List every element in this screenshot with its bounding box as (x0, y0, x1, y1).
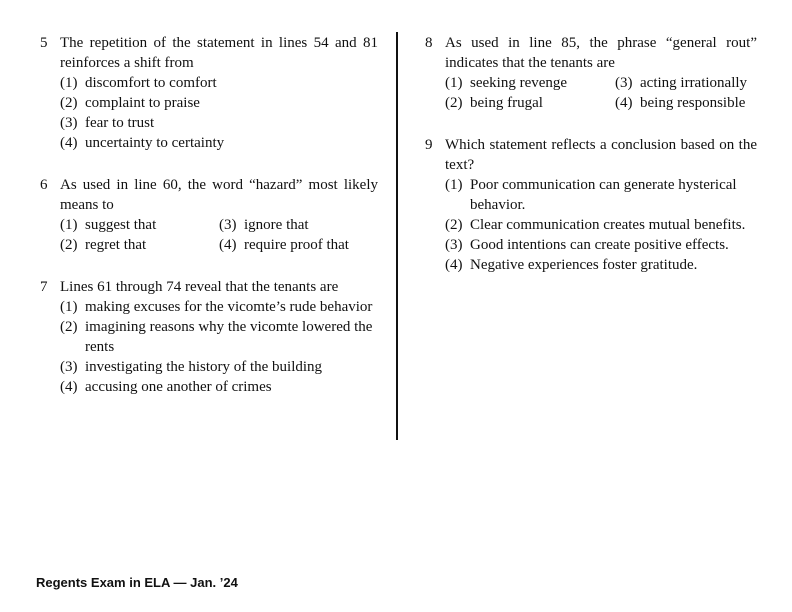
option-text: uncertainty to certainty (85, 135, 225, 151)
option-label: (2) (60, 237, 78, 253)
option-text: ignore that (244, 217, 309, 233)
option-text: making excuses for the vicomte’s rude be… (85, 299, 373, 315)
question-5: 5 The repetition of the statement in lin… (40, 33, 378, 153)
option-text: investigating the history of the buildin… (85, 359, 323, 375)
question-number: 5 (40, 35, 48, 51)
option-label: (1) (60, 217, 78, 233)
question-number: 6 (40, 177, 48, 193)
answer-options: (1) seeking revenge (3) acting irrationall… (445, 73, 757, 113)
option-label: (2) (60, 319, 78, 335)
option-label: (4) (60, 379, 78, 395)
answer-option[interactable]: (3) ignore that (219, 215, 378, 235)
option-text: acting irrationally (640, 75, 748, 91)
answer-option[interactable]: (1) suggest that (60, 215, 219, 235)
option-text: seeking revenge (470, 75, 568, 91)
option-text: discomfort to comfort (85, 75, 217, 91)
question-9: 9 Which statement reflects a conclusion … (425, 135, 757, 275)
question-stem: Lines 61 through 74 reveal that the tena… (60, 279, 339, 295)
answer-option[interactable]: (4) accusing one another of crimes (60, 377, 378, 397)
question-number: 7 (40, 279, 48, 295)
answer-option[interactable]: (2) complaint to praise (60, 93, 378, 113)
answer-options: (1) suggest that (3) ignore that (2) regret… (60, 215, 378, 255)
answer-option[interactable]: (2) being frugal (445, 93, 615, 113)
answer-option[interactable]: (4) uncertainty to certainty (60, 133, 378, 153)
option-text: Poor communication can generate hysteric… (470, 177, 737, 213)
option-label: (1) (60, 75, 78, 91)
option-label: (4) (615, 95, 633, 111)
answer-option[interactable]: (4) being responsible (615, 93, 757, 113)
question-6: 6 As used in line 60, the word “hazard” … (40, 175, 378, 255)
option-text: Clear communication creates mutual benef… (470, 217, 746, 233)
answer-option[interactable]: (3) Good intentions can create positive e… (445, 235, 757, 255)
option-text: require proof that (244, 237, 349, 253)
answer-option[interactable]: (1) making excuses for the vicomte’s rude… (60, 297, 378, 317)
answer-option[interactable]: (2) regret that (60, 235, 219, 255)
question-stem: The repetition of the statement in lines… (60, 35, 378, 71)
option-label: (1) (60, 299, 78, 315)
question-number: 9 (425, 137, 433, 153)
answer-option[interactable]: (4) require proof that (219, 235, 378, 255)
option-text: being frugal (470, 95, 543, 111)
option-label: (3) (219, 217, 237, 233)
option-label: (1) (445, 75, 463, 91)
exam-footer: Regents Exam in ELA — Jan. ’24 (36, 575, 238, 590)
option-label: (2) (60, 95, 78, 111)
answer-option[interactable]: (4) Negative experiences foster gratitude… (445, 255, 757, 275)
left-column: 5 The repetition of the statement in lin… (40, 28, 378, 397)
option-text: suggest that (85, 217, 157, 233)
answer-option[interactable]: (3) fear to trust (60, 113, 378, 133)
answer-options: (1) discomfort to comfort (2) complaint to… (60, 73, 378, 153)
answer-option[interactable]: (1) discomfort to comfort (60, 73, 378, 93)
option-label: (3) (615, 75, 633, 91)
answer-option[interactable]: (2) imagining reasons why the vicomte low… (60, 317, 378, 357)
option-label: (4) (60, 135, 78, 151)
option-text: regret that (85, 237, 147, 253)
answer-options: (1) making excuses for the vicomte’s rude… (60, 297, 378, 397)
question-stem: As used in line 60, the word “hazard” mo… (60, 177, 378, 213)
option-label: (1) (445, 177, 463, 193)
question-8: 8 As used in line 85, the phrase “genera… (425, 33, 757, 113)
answer-option[interactable]: (1) seeking revenge (445, 73, 615, 93)
option-label: (4) (219, 237, 237, 253)
answer-options: (1) Poor communication can generate hyste… (445, 175, 757, 275)
question-number: 8 (425, 35, 433, 51)
option-label: (2) (445, 95, 463, 111)
option-label: (2) (445, 217, 463, 233)
option-text: Good intentions can create positive effe… (470, 237, 729, 253)
question-stem: Which statement reflects a conclusion ba… (445, 137, 757, 173)
question-stem: As used in line 85, the phrase “general … (445, 35, 757, 71)
option-text: fear to trust (85, 115, 155, 131)
right-column: 8 As used in line 85, the phrase “genera… (425, 28, 757, 275)
answer-option[interactable]: (1) Poor communication can generate hyste… (445, 175, 757, 215)
option-label: (3) (445, 237, 463, 253)
option-label: (3) (60, 359, 78, 375)
option-label: (4) (445, 257, 463, 273)
option-text: being responsible (640, 95, 746, 111)
option-label: (3) (60, 115, 78, 131)
option-text: imagining reasons why the vicomte lowere… (85, 319, 373, 355)
answer-option[interactable]: (2) Clear communication creates mutual be… (445, 215, 757, 235)
question-7: 7 Lines 61 through 74 reveal that the te… (40, 277, 378, 397)
option-text: accusing one another of crimes (85, 379, 272, 395)
answer-option[interactable]: (3) acting irrationally (615, 73, 757, 93)
column-divider (396, 32, 398, 440)
answer-option[interactable]: (3) investigating the history of the buil… (60, 357, 378, 377)
option-text: complaint to praise (85, 95, 200, 111)
option-text: Negative experiences foster gratitude. (470, 257, 698, 273)
